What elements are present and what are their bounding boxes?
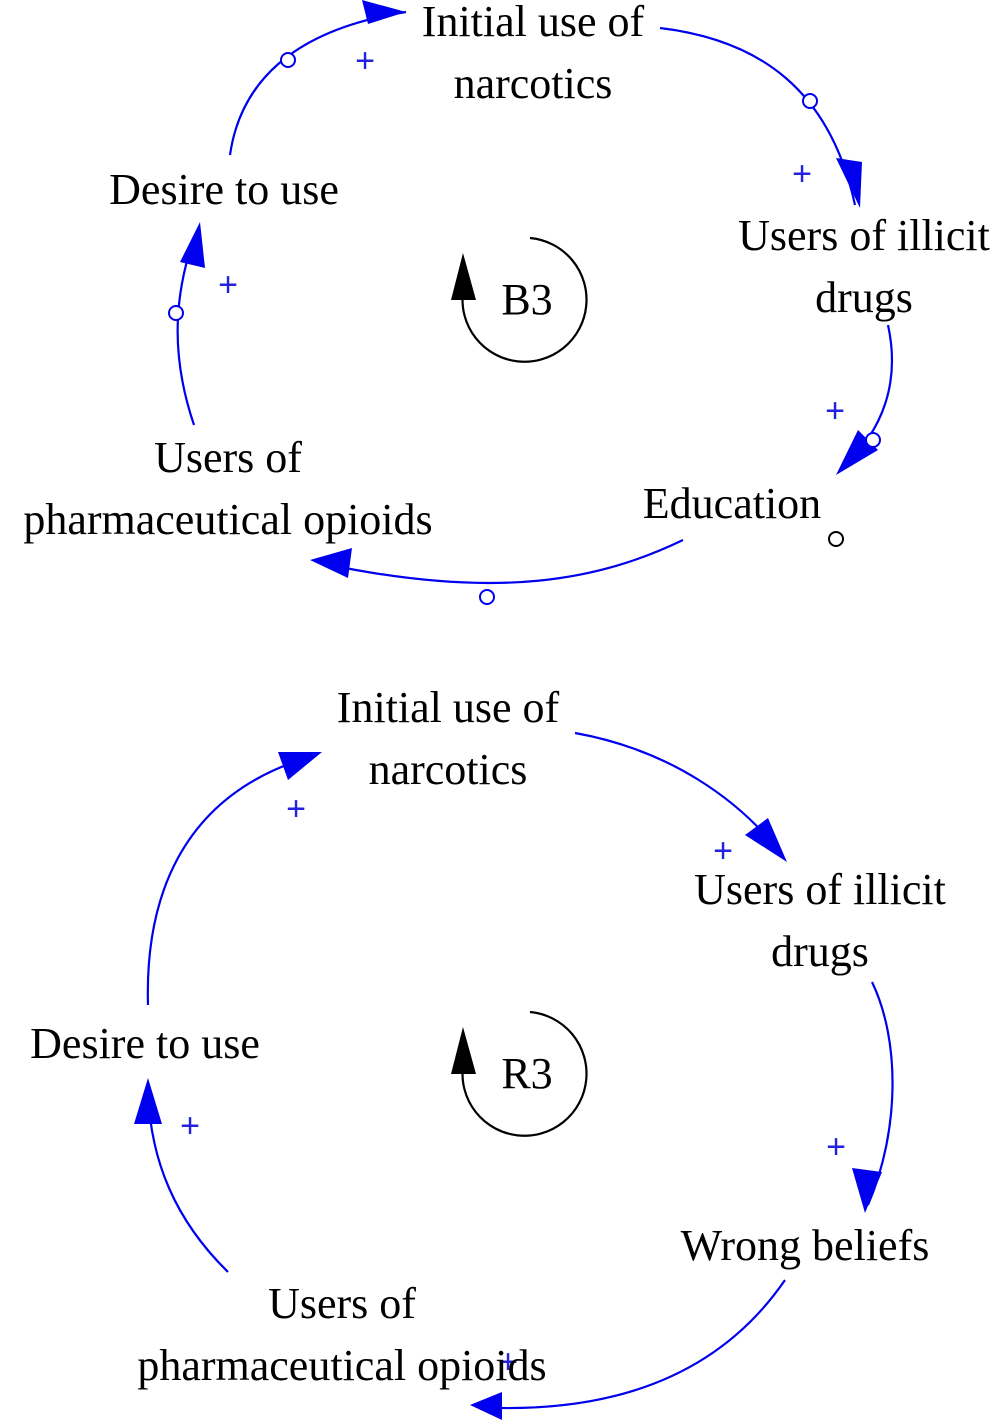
arrowhead-initial-use-to-illicit-users: [745, 818, 787, 862]
polarity-sign: +: [355, 42, 375, 80]
arrowhead-beliefs-to-pharma-users: [470, 1392, 502, 1420]
arrowhead-pharma-users-to-desire: [180, 222, 205, 268]
link-education-to-pharma-users: [329, 539, 684, 585]
node-wrong-beliefs: Wrong beliefs: [681, 1221, 930, 1270]
node-desire-to-use: Desire to use: [30, 1019, 260, 1068]
link-beliefs-to-pharma-users: [499, 1279, 786, 1410]
arrowhead-desire-to-initial-use: [362, 0, 406, 24]
link-desire-to-initial-use: [146, 758, 301, 1006]
triangle-up-icon: [451, 253, 476, 300]
link-desire-to-initial-use: [228, 10, 407, 156]
node-initial-use-line1: Initial use of: [422, 0, 645, 46]
diagram-r3: + + + + + Initial use of narcotics Users…: [30, 683, 946, 1420]
node-pharma-users-line2: pharmaceutical opioids: [137, 1341, 546, 1390]
arrowhead-desire-to-initial-use: [278, 752, 322, 780]
link-marker-circle: [280, 52, 296, 68]
loop-indicator-arc: [461, 1010, 588, 1137]
polarity-sign: +: [826, 1128, 846, 1166]
loop-indicator-arc: [461, 236, 588, 363]
link-marker-circle: [828, 531, 844, 547]
node-education: Education: [643, 479, 821, 528]
loop-label-r3: R3: [501, 1049, 552, 1098]
polarity-sign: +: [218, 266, 238, 304]
node-initial-use-line2: narcotics: [454, 59, 613, 108]
node-pharma-users-line2: pharmaceutical opioids: [23, 495, 432, 544]
node-initial-use-line1: Initial use of: [337, 683, 560, 732]
arrowhead-education-to-pharma-users: [310, 548, 352, 578]
node-pharma-users-line1: Users of: [268, 1279, 416, 1328]
link-marker-circle: [168, 305, 184, 321]
arrowhead-illicit-users-to-beliefs: [852, 1168, 882, 1213]
node-illicit-users-line2: drugs: [815, 273, 913, 322]
node-illicit-users-line2: drugs: [771, 927, 869, 976]
link-marker-circle: [802, 93, 818, 109]
node-illicit-users-line1: Users of illicit: [694, 865, 946, 914]
loop-label-b3: B3: [501, 275, 552, 324]
polarity-sign: +: [713, 832, 733, 870]
link-marker-circle: [865, 432, 881, 448]
triangle-up-icon: [451, 1027, 476, 1074]
arrowhead-pharma-users-to-desire: [134, 1078, 162, 1124]
polarity-sign: +: [825, 392, 845, 430]
node-illicit-users-line1: Users of illicit: [738, 211, 990, 260]
polarity-sign: +: [180, 1107, 200, 1145]
link-initial-use-to-illicit-users: [659, 26, 857, 206]
node-pharma-users-line1: Users of: [154, 433, 302, 482]
node-initial-use-line2: narcotics: [369, 745, 528, 794]
diagram-b3: + + + + Initial use of narcotics Users o…: [23, 0, 990, 605]
polarity-sign: +: [792, 155, 812, 193]
arrowhead-initial-use-to-illicit-users: [836, 158, 862, 208]
polarity-sign: +: [286, 790, 306, 828]
node-desire-to-use: Desire to use: [109, 165, 339, 214]
polarity-sign: +: [498, 1343, 518, 1381]
link-marker-circle: [479, 589, 495, 605]
